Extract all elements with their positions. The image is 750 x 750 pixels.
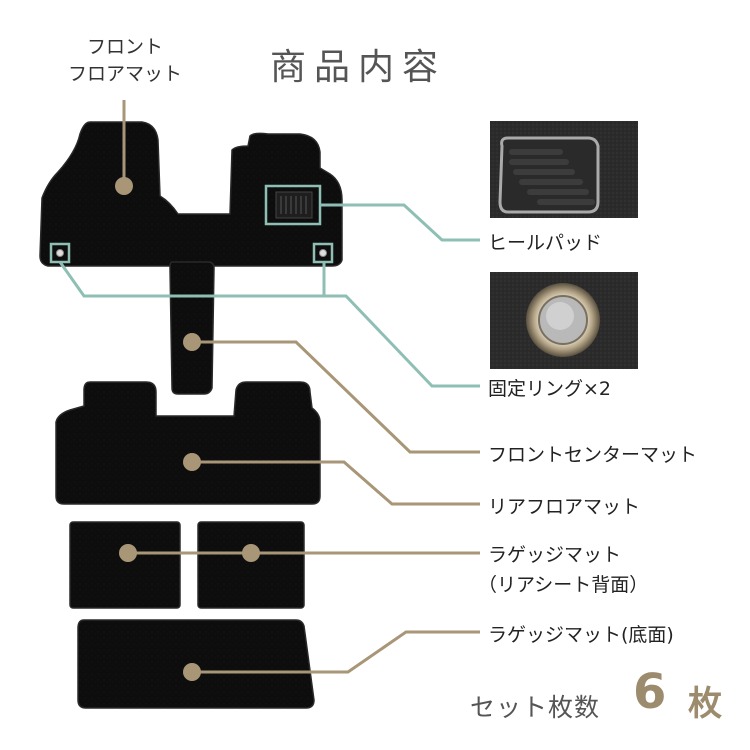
front-center-mat-label: フロントセンターマット: [488, 444, 698, 466]
rear-floor-pointer: [192, 460, 480, 506]
front-center-pointer: [192, 340, 480, 454]
rear-floor-mat-label: リアフロアマット: [488, 496, 641, 518]
luggage-back-label-line2: （リアシート背面）: [478, 574, 649, 596]
heel-pad-photo: [490, 121, 638, 218]
heel-pad-label: ヒールパッド: [488, 232, 603, 254]
front-floor-dot: [115, 177, 133, 195]
rear-floor-dot: [183, 453, 201, 471]
page-title: 商品内容: [270, 47, 447, 88]
luggage-bottom-label: ラゲッジマット(底面): [488, 624, 674, 646]
grommet-left: [56, 249, 64, 257]
fixing-ring-pointer: [58, 261, 326, 298]
fixing-ring-pointer-out: [324, 294, 480, 388]
luggage-back-dot-right: [242, 544, 260, 562]
luggage-back-dot-left: [119, 544, 137, 562]
set-count-text: セット枚数: [470, 693, 601, 722]
front-floor-mat-label-line2: フロアマット: [67, 63, 182, 85]
rear-floor-mat: [55, 381, 321, 505]
luggage-mat-back-left: [69, 521, 181, 609]
luggage-bottom-dot: [183, 663, 201, 681]
front-floor-mat: [39, 121, 343, 267]
set-count-unit: 枚: [688, 684, 722, 724]
front-floor-mat-label-line1: フロント: [86, 36, 163, 58]
luggage-back-label-line1: ラゲッジマット: [488, 544, 622, 566]
luggage-mat-back-right: [197, 521, 305, 609]
grommet-right: [319, 249, 327, 257]
luggage-bottom-pointer: [192, 630, 480, 674]
front-floor-mat-label: フロント フロアマット: [55, 34, 195, 88]
front-center-mat: [169, 261, 215, 395]
set-count-number: 6: [633, 664, 667, 720]
fixing-ring-label: 固定リング×2: [488, 378, 612, 400]
front-center-dot: [183, 333, 201, 351]
fixing-ring-photo: [490, 272, 638, 369]
heel-pad-pointer: [320, 203, 480, 242]
